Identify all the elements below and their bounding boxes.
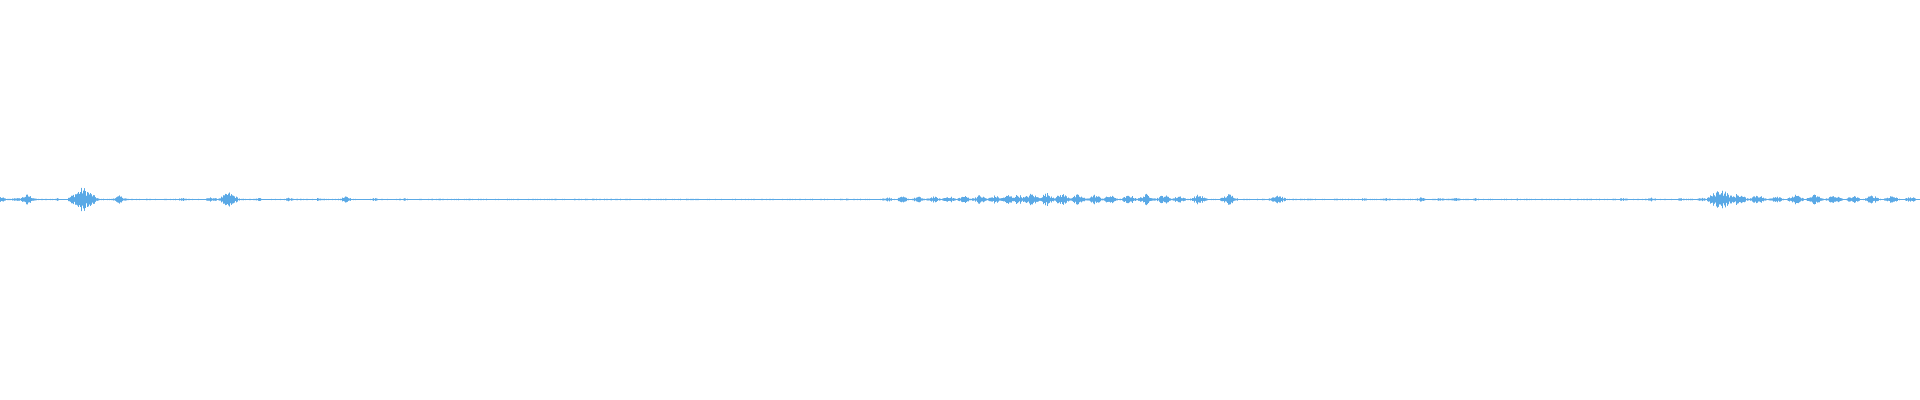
waveform-peaks	[0, 187, 1920, 212]
